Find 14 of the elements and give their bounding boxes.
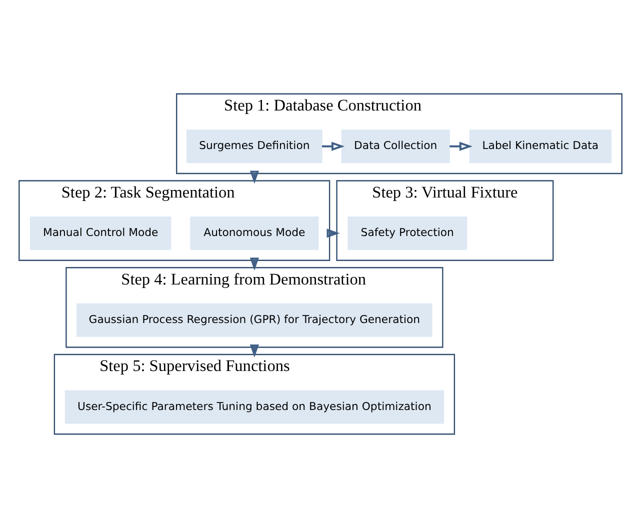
arrow	[322, 141, 345, 150]
arrow	[250, 170, 259, 184]
node-box: User-Specific Parameters Tuning based on Bayesian Optimization	[64, 390, 444, 424]
node-box: Gaussian Process Regression (GPR) for Trajectory Generation	[76, 302, 432, 336]
node-box: Label Kinematic Data	[469, 129, 612, 163]
arrow	[326, 228, 340, 238]
node-box: Data Collection	[341, 129, 450, 163]
node-box: Surgemes Definition	[186, 129, 322, 163]
node-box: Safety Protection	[348, 216, 468, 250]
arrow	[450, 141, 472, 150]
node-box: Manual Control Mode	[30, 216, 172, 250]
arrow	[250, 344, 259, 358]
node-box: Autonomous Mode	[190, 216, 319, 250]
arrow	[250, 257, 259, 270]
